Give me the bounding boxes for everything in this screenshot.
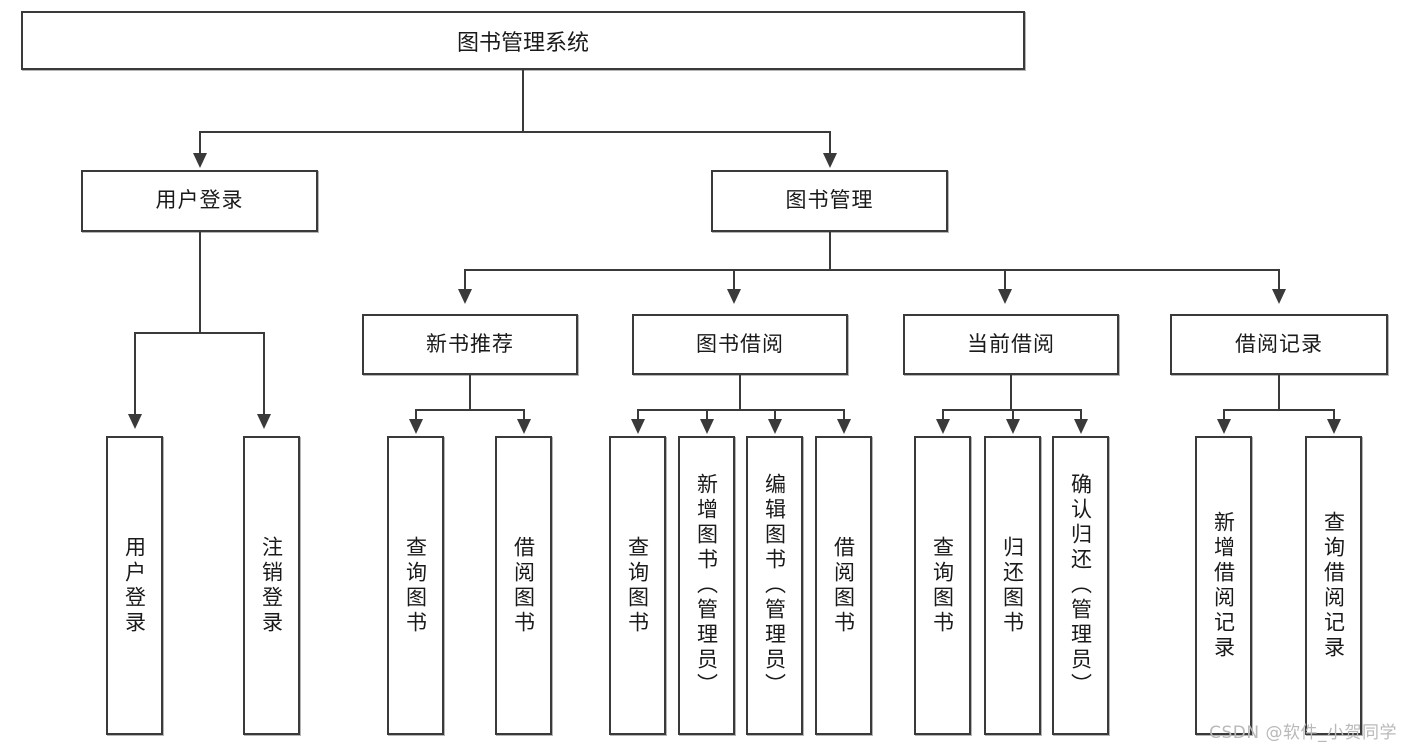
leaf-add-book[interactable]: 新增图书（管理员） bbox=[678, 436, 735, 735]
leaf-query-book-3[interactable]: 查询图书 bbox=[914, 436, 971, 735]
arrowhead-leaf-return-book bbox=[1006, 419, 1020, 434]
node-label: 当前借阅 bbox=[967, 331, 1055, 356]
leaf-borrow-book-2[interactable]: 借阅图书 bbox=[815, 436, 872, 735]
connector-book-borrow-child1 bbox=[637, 409, 639, 421]
node-label: 新增图书（管理员） bbox=[694, 473, 719, 698]
connector-to-book-borrow bbox=[733, 269, 735, 291]
node-label: 注销登录 bbox=[259, 535, 284, 636]
leaf-add-record[interactable]: 新增借阅记录 bbox=[1195, 436, 1252, 735]
connector-user-login-child2 bbox=[263, 332, 265, 416]
connector-borrow-record-bus bbox=[1223, 409, 1335, 411]
arrowhead-leaf-confirm-return bbox=[1074, 419, 1088, 434]
leaf-borrow-book-1[interactable]: 借阅图书 bbox=[495, 436, 552, 735]
connector-current-borrow-child1 bbox=[942, 409, 944, 421]
connector-book-borrow-stem bbox=[739, 375, 741, 411]
arrowhead-borrow-record bbox=[1272, 289, 1286, 304]
connector-book-management-stem bbox=[829, 232, 831, 271]
arrowhead-leaf-edit-book bbox=[768, 419, 782, 434]
connector-to-user-login bbox=[199, 131, 201, 155]
node-label: 图书管理系统 bbox=[456, 30, 589, 56]
connector-borrow-record-stem bbox=[1278, 375, 1280, 411]
node-label: 新书推荐 bbox=[426, 331, 514, 356]
leaf-confirm-return[interactable]: 确认归还（管理员） bbox=[1052, 436, 1109, 735]
connector-to-current-borrow bbox=[1004, 269, 1006, 291]
connector-user-login-child1 bbox=[134, 332, 136, 416]
connector-new-book-stem bbox=[469, 375, 471, 411]
connector-to-new-book-recommend bbox=[464, 269, 466, 291]
node-root-library-system[interactable]: 图书管理系统 bbox=[21, 11, 1025, 70]
connector-book-borrow-bus bbox=[637, 409, 845, 411]
leaf-logout-login[interactable]: 注销登录 bbox=[243, 436, 300, 735]
connector-new-book-child2 bbox=[523, 409, 525, 421]
arrowhead-user-login bbox=[193, 153, 207, 168]
node-new-book-recommend[interactable]: 新书推荐 bbox=[362, 314, 578, 375]
node-label: 图书管理 bbox=[785, 188, 874, 213]
arrowhead-book-borrow bbox=[727, 289, 741, 304]
leaf-query-record[interactable]: 查询借阅记录 bbox=[1305, 436, 1362, 735]
arrowhead-current-borrow bbox=[998, 289, 1012, 304]
arrowhead-leaf-query-book-1 bbox=[409, 419, 423, 434]
arrowhead-leaf-query-book-3 bbox=[936, 419, 950, 434]
node-label: 查询借阅记录 bbox=[1321, 510, 1346, 661]
connector-new-book-bus bbox=[415, 409, 525, 411]
node-book-borrow[interactable]: 图书借阅 bbox=[632, 314, 848, 375]
node-borrow-record[interactable]: 借阅记录 bbox=[1170, 314, 1388, 375]
leaf-return-book[interactable]: 归还图书 bbox=[984, 436, 1041, 735]
node-label: 查询图书 bbox=[625, 535, 650, 636]
node-user-login[interactable]: 用户登录 bbox=[81, 170, 318, 232]
arrowhead-leaf-logout-login bbox=[257, 414, 271, 429]
connector-current-borrow-child3 bbox=[1080, 409, 1082, 421]
node-label: 借阅记录 bbox=[1235, 331, 1323, 356]
arrowhead-book-management bbox=[823, 153, 837, 168]
connector-to-book-management bbox=[829, 131, 831, 155]
connector-current-borrow-child2 bbox=[1012, 409, 1014, 421]
node-label: 编辑图书（管理员） bbox=[762, 473, 787, 698]
leaf-edit-book[interactable]: 编辑图书（管理员） bbox=[746, 436, 803, 735]
connector-user-login-stem bbox=[199, 232, 201, 333]
arrowhead-leaf-user-login bbox=[128, 414, 142, 429]
node-label: 借阅图书 bbox=[511, 535, 536, 636]
node-label: 新增借阅记录 bbox=[1211, 510, 1236, 661]
arrowhead-new-book-recommend bbox=[458, 289, 472, 304]
connector-borrow-record-child1 bbox=[1223, 409, 1225, 421]
connector-new-book-child1 bbox=[415, 409, 417, 421]
leaf-query-book-1[interactable]: 查询图书 bbox=[387, 436, 444, 735]
connector-to-borrow-record bbox=[1278, 269, 1280, 291]
connector-level3-bus bbox=[464, 269, 1280, 271]
node-label: 确认归还（管理员） bbox=[1068, 473, 1093, 698]
node-label: 用户登录 bbox=[122, 535, 147, 636]
arrowhead-leaf-add-book bbox=[700, 419, 714, 434]
leaf-user-login[interactable]: 用户登录 bbox=[106, 436, 163, 735]
node-label: 归还图书 bbox=[1000, 535, 1025, 636]
connector-root-stem bbox=[522, 70, 524, 132]
node-label: 图书借阅 bbox=[696, 331, 784, 356]
node-label: 借阅图书 bbox=[831, 535, 856, 636]
node-label: 查询图书 bbox=[403, 535, 428, 636]
node-book-management[interactable]: 图书管理 bbox=[711, 170, 948, 232]
connector-current-borrow-stem bbox=[1010, 375, 1012, 411]
arrowhead-leaf-borrow-book-1 bbox=[517, 419, 531, 434]
connector-book-borrow-child4 bbox=[843, 409, 845, 421]
node-label: 用户登录 bbox=[155, 188, 244, 213]
connector-book-borrow-child3 bbox=[774, 409, 776, 421]
arrowhead-leaf-query-book-2 bbox=[631, 419, 645, 434]
connector-book-borrow-child2 bbox=[706, 409, 708, 421]
arrowhead-leaf-borrow-book-2 bbox=[837, 419, 851, 434]
connector-level2-bus bbox=[199, 131, 831, 133]
arrowhead-leaf-add-record bbox=[1217, 419, 1231, 434]
node-current-borrow[interactable]: 当前借阅 bbox=[903, 314, 1119, 375]
leaf-query-book-2[interactable]: 查询图书 bbox=[609, 436, 666, 735]
connector-borrow-record-child2 bbox=[1333, 409, 1335, 421]
connector-user-login-bus bbox=[134, 332, 265, 334]
node-label: 查询图书 bbox=[930, 535, 955, 636]
arrowhead-leaf-query-record bbox=[1327, 419, 1341, 434]
